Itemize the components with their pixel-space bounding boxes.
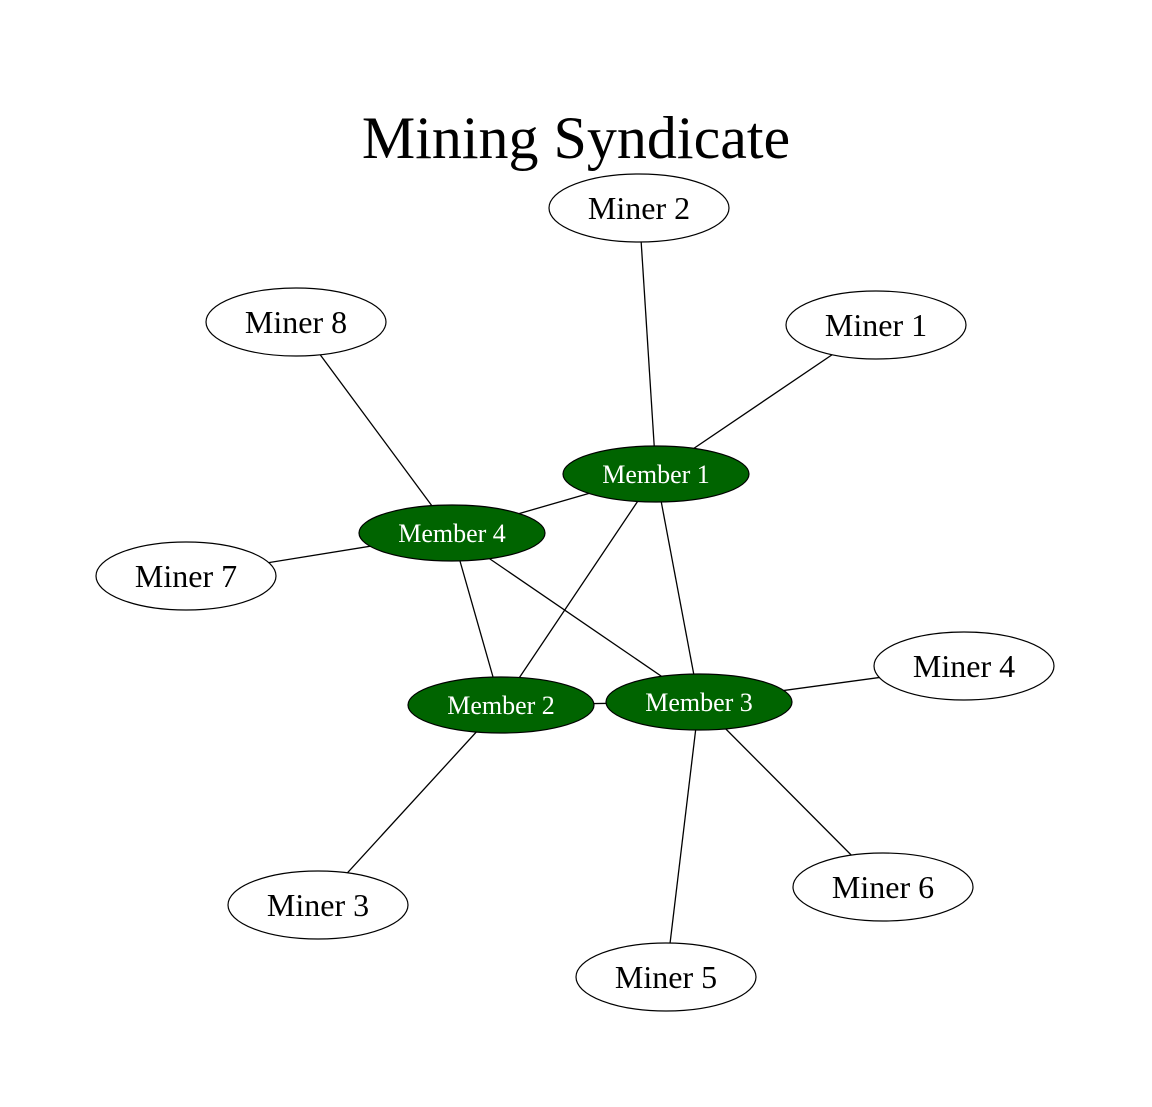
node-ellipse	[605, 673, 793, 731]
miner-node-n5: Miner 5	[575, 942, 757, 1012]
member-node-m1: Member 1	[562, 445, 750, 503]
node-ellipse	[562, 445, 750, 503]
edge-m1-n2	[638, 207, 657, 475]
node-label: Miner 3	[267, 887, 369, 923]
node-label: Member 2	[447, 691, 555, 720]
edge-m1-m3	[655, 473, 700, 703]
node-ellipse	[358, 504, 546, 562]
miner-node-n2: Miner 2	[548, 173, 730, 243]
edge-m3-n5	[665, 701, 700, 978]
node-ellipse	[227, 870, 409, 940]
nodes-layer: Member 1 Member 2 Member 3 Member 4 Miner 1 M…	[95, 173, 1055, 1012]
miner-node-n7: Miner 7	[95, 541, 277, 611]
member-node-m4: Member 4	[358, 504, 546, 562]
edge-m1-m2	[500, 473, 657, 706]
miner-node-n6: Miner 6	[792, 852, 974, 922]
miner-node-n4: Miner 4	[873, 631, 1055, 701]
node-label: Miner 4	[913, 648, 1015, 684]
diagram-title: Mining Syndicate	[362, 105, 790, 171]
edge-m4-m3	[451, 532, 700, 703]
node-label: Member 4	[398, 519, 506, 548]
node-ellipse	[95, 541, 277, 611]
member-node-m2: Member 2	[407, 676, 595, 734]
node-ellipse	[548, 173, 730, 243]
node-ellipse	[792, 852, 974, 922]
node-ellipse	[407, 676, 595, 734]
node-label: Miner 6	[832, 869, 934, 905]
miner-node-n1: Miner 1	[785, 290, 967, 360]
miner-node-n8: Miner 8	[205, 287, 387, 357]
edge-m4-n8	[295, 321, 453, 534]
node-label: Member 3	[645, 688, 753, 717]
miner-node-n3: Miner 3	[227, 870, 409, 940]
node-ellipse	[575, 942, 757, 1012]
node-label: Miner 5	[615, 959, 717, 995]
node-label: Miner 1	[825, 307, 927, 343]
node-ellipse	[205, 287, 387, 357]
node-label: Miner 2	[588, 190, 690, 226]
node-label: Member 1	[602, 460, 710, 489]
node-ellipse	[785, 290, 967, 360]
member-node-m3: Member 3	[605, 673, 793, 731]
node-ellipse	[873, 631, 1055, 701]
node-label: Miner 8	[245, 304, 347, 340]
edge-m2-n3	[317, 704, 502, 906]
edge-m4-m2	[451, 532, 502, 706]
node-label: Miner 7	[135, 558, 237, 594]
